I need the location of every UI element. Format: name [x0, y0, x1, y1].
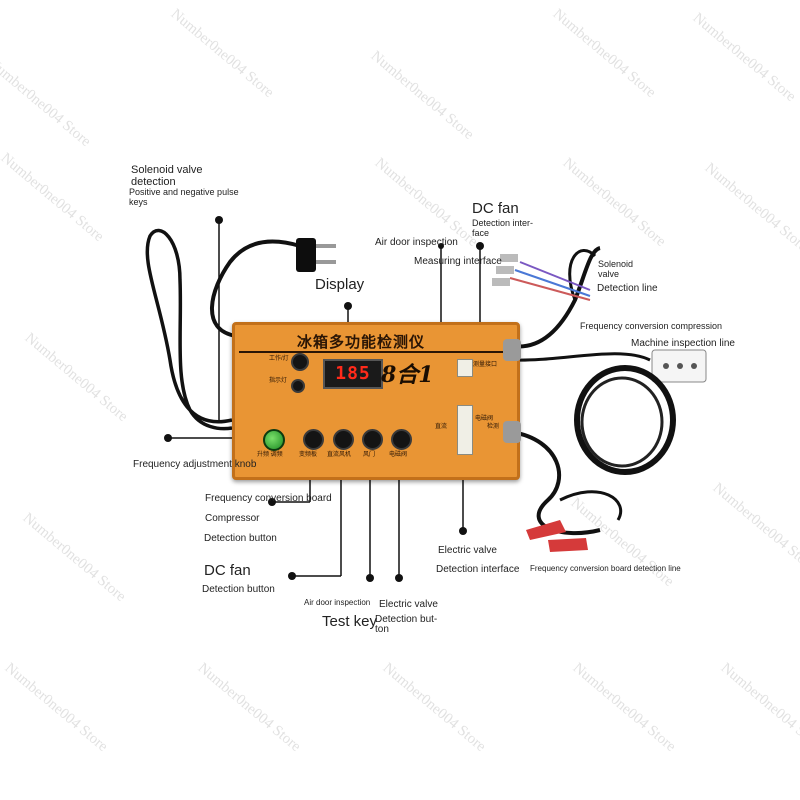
coiled-cable	[574, 365, 676, 475]
label-machine-line: Machine inspection line	[631, 338, 735, 349]
label-air-door: Air door inspection	[375, 237, 458, 248]
label-frequency-knob: Frequency adjustment knob	[133, 459, 257, 470]
label-detection-button: Detection button	[204, 533, 277, 544]
alligator-clip-icon	[526, 520, 588, 552]
dc-fan-button[interactable]	[333, 429, 354, 450]
valve-port[interactable]	[457, 405, 473, 455]
power-plug-icon	[296, 238, 336, 272]
power-cable-coil	[145, 228, 233, 431]
solenoid-cable	[511, 246, 601, 349]
leader-dots	[164, 216, 484, 582]
cable-gland	[503, 421, 521, 443]
electric-valve-button[interactable]	[391, 429, 412, 450]
port-label: 测量接口	[473, 362, 498, 368]
label-dc-fan: DC fan	[472, 200, 519, 217]
label-electric-valve: Electric valve	[438, 545, 497, 556]
knob-label: 升频 调频	[257, 452, 283, 458]
label-dc-fan-interface: face	[472, 228, 490, 238]
side-label: 检测	[487, 424, 500, 430]
label-measuring-interface: Measuring interface	[414, 256, 502, 267]
label-detection-interface: Detection interface	[436, 564, 520, 575]
indicator-lamp	[291, 353, 309, 371]
label-solenoid-valve: detection	[131, 176, 176, 188]
label-electric-valve-button: Detection but-	[375, 614, 438, 625]
button-label: 风门	[363, 452, 376, 458]
label-dc-fan-bottom: DC fan	[204, 562, 251, 579]
connector-icon	[651, 349, 707, 383]
label-frequency-board: Frequency conversion board	[205, 493, 332, 504]
label-electric-valve-button: Electric valve	[379, 599, 438, 610]
divider	[239, 351, 509, 353]
label-detection-button: Detection button	[202, 584, 275, 595]
panel-label: 工作/灯	[269, 356, 289, 362]
air-door-button[interactable]	[362, 429, 383, 450]
label-solenoid-line: valve	[598, 269, 620, 279]
measuring-port[interactable]	[457, 359, 473, 377]
cable-gland	[503, 339, 521, 361]
button-label: 变频板	[299, 452, 318, 458]
label-display: Display	[315, 276, 365, 293]
frequency-board-button[interactable]	[303, 429, 324, 450]
label-fcb-line: Frequency conversion board detection lin…	[530, 564, 681, 573]
side-label: 直流	[435, 424, 448, 430]
detection-cable	[511, 430, 601, 536]
button-label: 直流风机	[327, 452, 352, 458]
label-pulse-keys: Positive and negative pulse	[129, 187, 239, 197]
power-cable	[210, 239, 301, 338]
label-solenoid-line: Solenoid	[598, 259, 634, 269]
label-compressor: Compressor	[205, 513, 260, 524]
device-title: 冰箱多功能检测仪	[297, 333, 426, 351]
label-electric-valve-button: ton	[375, 624, 389, 635]
label-freq-compression: Frequency conversion compression	[580, 321, 723, 331]
label-solenoid-line: Detection line	[597, 283, 658, 294]
label-pulse-keys: keys	[129, 197, 148, 207]
frequency-knob[interactable]	[263, 429, 285, 451]
tester-device: 冰箱多功能检测仪 工作/灯 指示灯 185 8合1 升频 调频 变频板 直流风机…	[232, 322, 521, 480]
model-badge: 8合1	[381, 362, 434, 388]
button-label: 电磁阀	[389, 452, 408, 458]
port-label: 电磁阀	[475, 416, 494, 422]
label-air-door-inspection: Air door inspection	[304, 598, 371, 607]
label-dc-fan-interface: Detection inter-	[472, 218, 534, 228]
panel-label: 指示灯	[269, 378, 288, 384]
label-solenoid-valve: Solenoid valve	[131, 164, 203, 176]
label-test-key: Test key	[322, 613, 378, 630]
indicator-lamp	[291, 379, 305, 393]
led-display: 185	[323, 359, 383, 389]
